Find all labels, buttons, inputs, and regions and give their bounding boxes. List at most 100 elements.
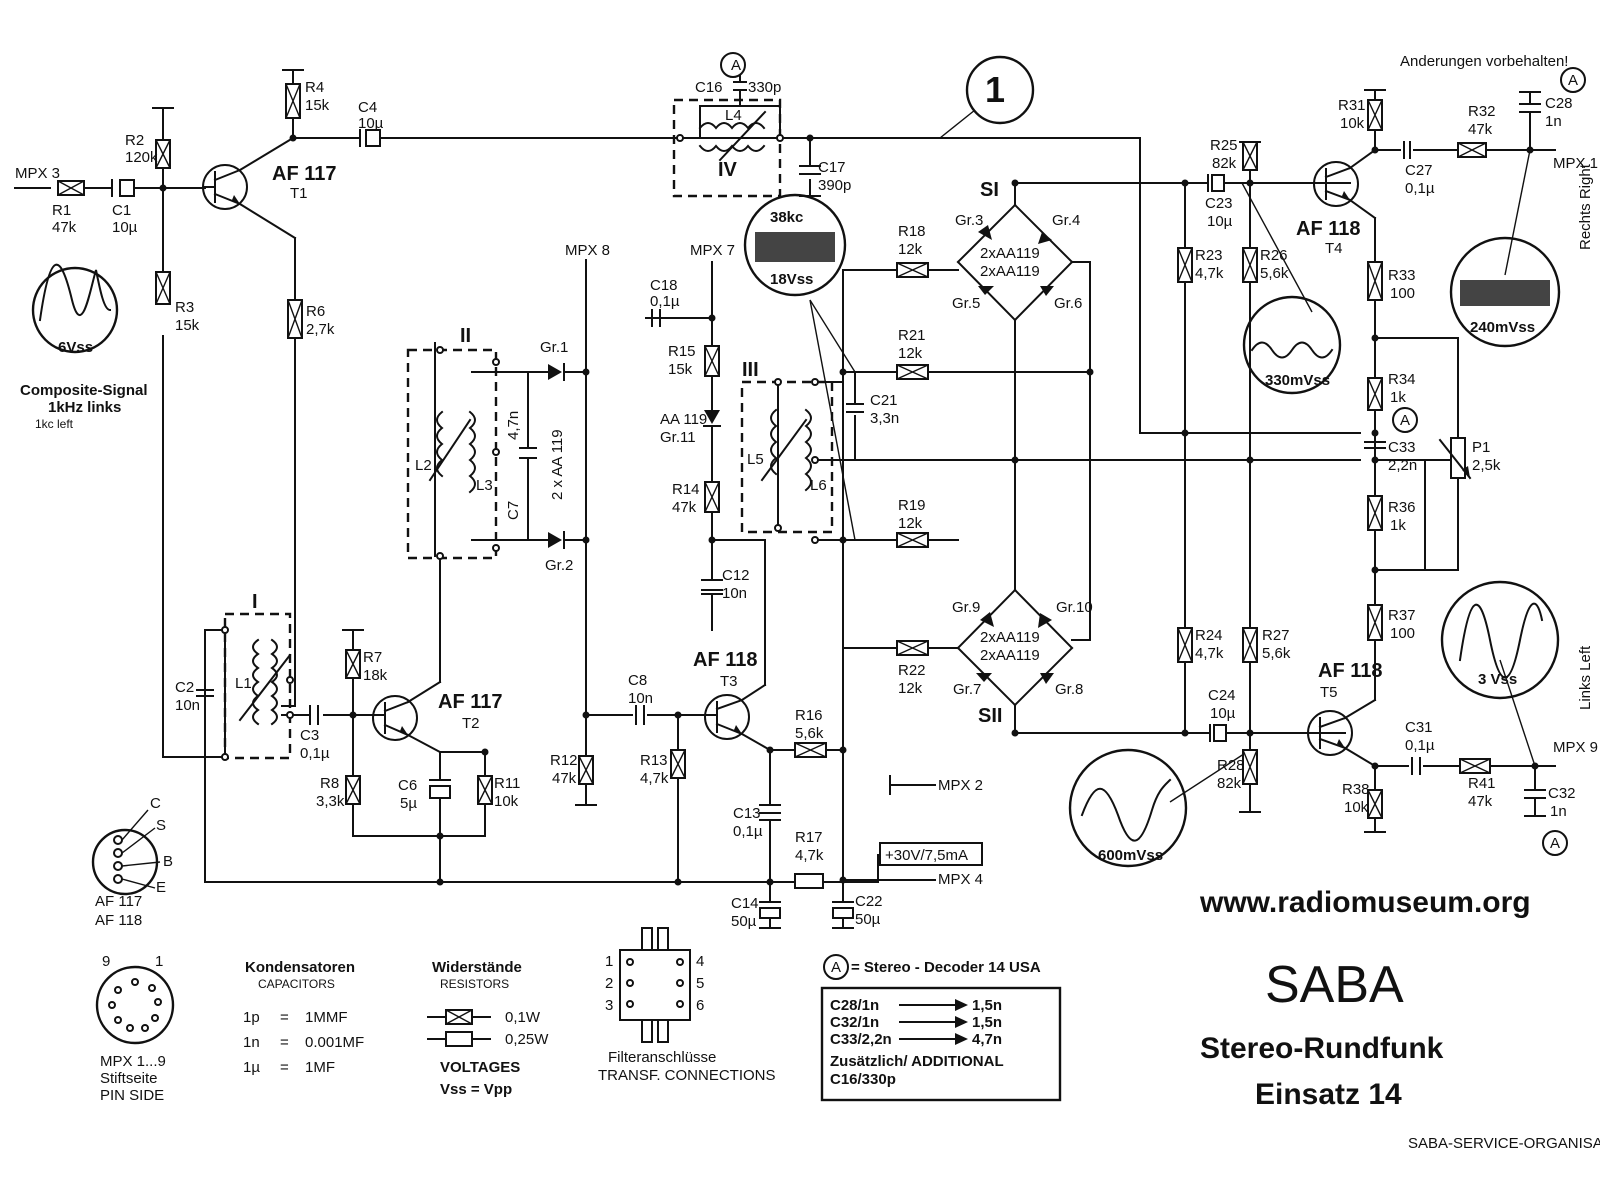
- t3-type: AF 118: [693, 649, 757, 671]
- filter-iii-box: [740, 380, 834, 534]
- c24-val: 10µ: [1210, 705, 1236, 722]
- cap-row-1-a: 1p: [243, 1009, 260, 1026]
- c18-ref: C18: [650, 277, 678, 294]
- r31-ref: R31: [1338, 97, 1366, 114]
- filter-modules: [221, 98, 834, 761]
- cap-row-3-c: 1MF: [305, 1059, 335, 1076]
- label-mpx2: MPX 2: [938, 777, 983, 794]
- diode-gr4: [1038, 232, 1052, 244]
- c2-val: 10n: [175, 697, 200, 714]
- label-mpx4: MPX 4: [938, 871, 983, 888]
- r2-ref: R2: [125, 132, 144, 149]
- r21-ref: R21: [898, 327, 926, 344]
- fp-6: 6: [696, 997, 704, 1014]
- mpx-caption-3: PIN SIDE: [100, 1087, 164, 1104]
- transistor-t4: [1313, 161, 1359, 207]
- service-org: SABA-SERVICE-ORGANISATION: [1408, 1135, 1600, 1152]
- t5-ref: T5: [1320, 684, 1338, 701]
- r36-val: 1k: [1390, 517, 1406, 534]
- r41-ref: R41: [1468, 775, 1496, 792]
- r37-ref: R37: [1388, 607, 1416, 624]
- capacitor-c24: [1209, 724, 1227, 742]
- mpx-pin-1: 1: [155, 953, 163, 970]
- gr11-type: AA 119: [660, 411, 707, 428]
- resistor-r24: [1177, 627, 1193, 663]
- c21-ref: C21: [870, 392, 898, 409]
- r16-val: 5,6k: [795, 725, 824, 742]
- capacitor-c16: [733, 75, 747, 91]
- r23-ref: R23: [1195, 247, 1223, 264]
- t3-ref: T3: [720, 673, 738, 690]
- r7-val: 18k: [363, 667, 388, 684]
- gr9-label: Gr.9: [952, 599, 980, 616]
- r15-ref: R15: [668, 343, 696, 360]
- c17-val: 390p: [818, 177, 851, 194]
- r22-ref: R22: [898, 662, 926, 679]
- c3-val: 0,1µ: [300, 745, 330, 762]
- r17-ref: R17: [795, 829, 823, 846]
- change-3-from: C33/2,2n: [830, 1031, 892, 1048]
- c24-ref: C24: [1208, 687, 1236, 704]
- resistor-r6: [287, 299, 303, 339]
- legend-res-title-en: RESISTORS: [440, 977, 509, 991]
- model-name: Einsatz 14: [1255, 1078, 1402, 1111]
- transistor-t5: [1307, 710, 1353, 756]
- t2-ref: T2: [462, 715, 480, 732]
- capacitor-c33: [1364, 441, 1386, 449]
- c32-val: 1n: [1550, 803, 1567, 820]
- c12-ref: C12: [722, 567, 750, 584]
- scope-38kc: [743, 193, 847, 297]
- resistor-r1: [57, 180, 85, 196]
- c27-ref: C27: [1405, 162, 1433, 179]
- r11-val: 10k: [494, 793, 519, 810]
- c21-val: 3,3n: [870, 410, 899, 427]
- gr4-label: Gr.4: [1052, 212, 1080, 229]
- r32-val: 47k: [1468, 121, 1493, 138]
- resistor-r11: [477, 775, 493, 805]
- gr1-label: Gr.1: [540, 339, 568, 356]
- pinout-type-1: AF 117: [95, 893, 142, 910]
- legend-volt-row: Vss = Vpp: [440, 1081, 512, 1098]
- junction-dots: [159, 134, 1539, 886]
- coil-l4-label: L4: [725, 107, 742, 124]
- resistor-r36: [1367, 495, 1383, 531]
- gr6-label: Gr.6: [1054, 295, 1082, 312]
- capacitor-c31: [1411, 757, 1421, 775]
- r19-ref: R19: [898, 497, 926, 514]
- cap-row-3-a: 1µ: [243, 1059, 260, 1076]
- legend-res-0-25w: 0,25W: [505, 1031, 549, 1048]
- coil-l5-label: L5: [747, 451, 764, 468]
- resistor-r23: [1177, 247, 1193, 283]
- stereo-decoder-note: = Stereo - Decoder 14 USA: [851, 959, 1041, 976]
- r8-val: 3,3k: [316, 793, 345, 810]
- scope-240mv-label: 240mVss: [1470, 319, 1535, 336]
- r4-val: 15k: [305, 97, 330, 114]
- resistor-r8: [345, 775, 361, 805]
- filter-ii-label: II: [460, 325, 471, 347]
- change-2-to: 1,5n: [972, 1014, 1002, 1031]
- r16-ref: R16: [795, 707, 823, 724]
- capacitor-c12: [701, 579, 723, 595]
- resistor-bodies: [57, 83, 1491, 889]
- filter-footprint: [619, 927, 691, 1043]
- r36-ref: R36: [1388, 499, 1416, 516]
- r3-val: 15k: [175, 317, 200, 334]
- capacitor-c21: [846, 403, 864, 413]
- legend-res-0-1w: 0,1W: [505, 1009, 541, 1026]
- switch-s2-label: SII: [978, 705, 1002, 727]
- r33-ref: R33: [1388, 267, 1416, 284]
- transistor-symbols: [202, 161, 1359, 756]
- r32-ref: R32: [1468, 103, 1496, 120]
- scope-600mv: [1068, 748, 1188, 868]
- pin-e: E: [156, 879, 166, 896]
- bridge-top-label-2: 2xAA119: [980, 263, 1040, 280]
- diode-gr10: [1038, 613, 1052, 628]
- r27-val: 5,6k: [1262, 645, 1291, 662]
- capacitor-c32: [1524, 789, 1546, 799]
- gr5-label: Gr.5: [952, 295, 980, 312]
- composite-freq-en: 1kc left: [35, 417, 74, 431]
- c7-ref: C7: [505, 501, 522, 520]
- capacitor-c13: [759, 804, 781, 821]
- capacitor-c6: [429, 779, 451, 799]
